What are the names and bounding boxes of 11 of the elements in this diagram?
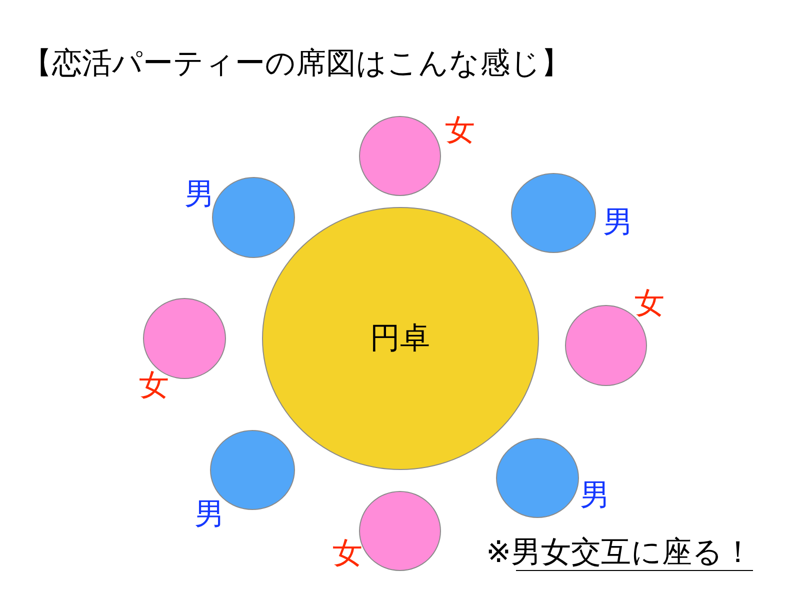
seat-label: 男 [580,480,610,510]
seat-label: 男 [194,500,224,530]
seat-label: 男 [184,180,214,210]
page-title: 【恋活パーティーの席図はこんな感じ】 [22,48,571,80]
note-text: ※男女交互に座る！ [486,537,754,571]
seat-label: 女 [139,371,169,401]
seat-label: 男 [603,208,633,238]
seat-label: 女 [634,289,664,319]
table-label: 円卓 [370,322,430,354]
seat-label: 女 [445,116,475,146]
seat-label: 女 [332,539,362,569]
